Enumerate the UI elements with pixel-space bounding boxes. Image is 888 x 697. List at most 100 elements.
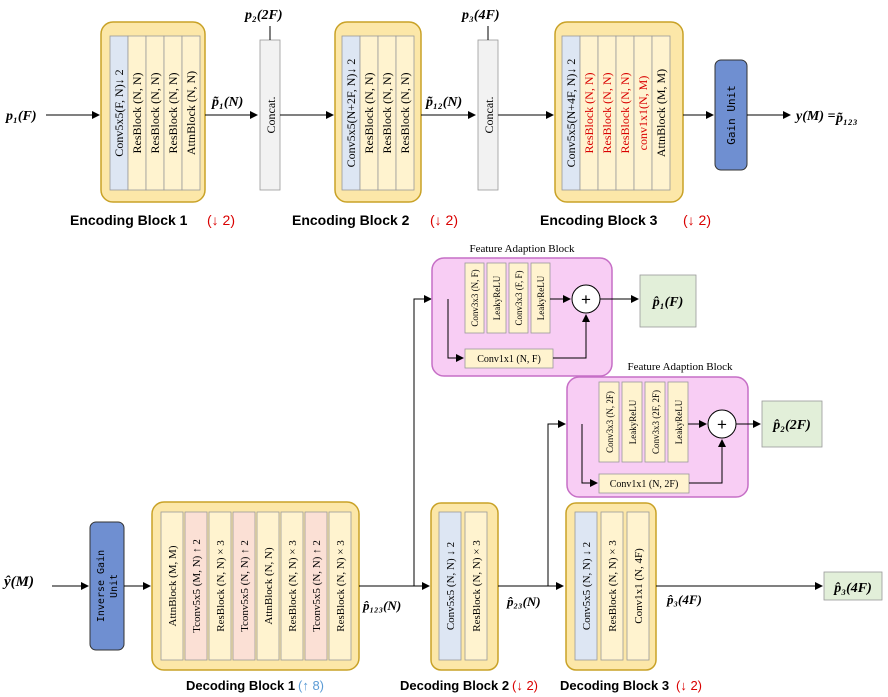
input-p2-label: p₂(2F)	[244, 8, 283, 23]
adapt2-layer-2	[644, 381, 666, 463]
p1-hat-output-label: p̂₁(F)	[652, 295, 684, 310]
adapt1-layer-0	[464, 262, 485, 334]
dec3-layer-1	[600, 511, 624, 661]
gain-unit: Gain Unit	[714, 59, 748, 171]
arrow-p23-to-adapt2	[547, 420, 566, 586]
encoding-block-1: Conv5x5(F, N)↓ 2 ResBlock (N, N) ResBloc…	[100, 21, 206, 203]
adapt1-layer-1	[486, 262, 507, 334]
enc1-label-2: ResBlock (N, N)	[148, 73, 162, 154]
feature-adaption-block-2: Conv3x3 (N, 2F) LeakyReLU Conv3x3 (2F, 2…	[566, 376, 749, 498]
adapt1-label-0: Conv3x3 (N, F)	[470, 269, 480, 326]
concat-2-label: Concat.	[482, 97, 496, 134]
dec2-title: Decoding Block 2	[400, 678, 509, 693]
enc1-factor: (↓ 2)	[207, 212, 235, 228]
p123-hat-label: p̂₁₂₃(N)	[362, 598, 401, 613]
concat-1-label: Concat.	[264, 97, 278, 134]
p3-hat-mid-label: p̂₃(4F)	[666, 592, 702, 607]
adapt2-skip-arrow-out	[689, 439, 726, 484]
dec1-layer-5	[280, 511, 304, 661]
adapt2-layer-0	[598, 381, 620, 463]
dec3-layer-2	[626, 511, 650, 661]
dec1-label-6: Tconv5x5 (N, N) ↑ 2	[311, 540, 323, 632]
enc1-layer-4	[181, 35, 201, 191]
adapt1-label-1: LeakyReLU	[492, 275, 502, 320]
adapt1-skip-arrow-out	[553, 314, 590, 359]
dec3-label-2: Conv1x1 (N, 4F)	[633, 548, 645, 624]
igu-label-line1: Inverse Gain	[96, 550, 107, 622]
enc1-title: Encoding Block 1	[70, 212, 188, 228]
enc3-label-2: ResBlock (N, N)	[600, 73, 614, 154]
p12-tilde-label: p̃₁₂(N)	[425, 95, 462, 110]
adapt1-skip-label: Conv1x1 (N, F)	[477, 354, 541, 365]
enc3-label-3: ResBlock (N, N)	[618, 73, 632, 154]
y-out-rhs: p̃₁₂₃	[835, 111, 858, 126]
dec1-layer-1	[184, 511, 208, 661]
y-out-lhs: y(M) =	[794, 109, 835, 124]
input-p1-label: p₁(F)	[5, 109, 37, 124]
input-yhat-label: ŷ(M)	[2, 574, 34, 590]
dec3-layer-0	[574, 511, 598, 661]
adapt2-skip-label: Conv1x1 (N, 2F)	[610, 479, 679, 490]
dec1-label-3: Tconv5x5 (N, N) ↑ 2	[239, 540, 251, 632]
enc3-layer-5	[651, 35, 671, 191]
inverse-gain-unit: Inverse Gain Unit	[89, 521, 125, 651]
p3-hat-output-label: p̂₃(4F)	[833, 581, 872, 596]
dec3-factor: (↓ 2)	[676, 678, 702, 693]
arrow-p123-to-adapt1	[413, 295, 432, 586]
concat-1: Concat.	[259, 39, 281, 191]
dec3-label-1: ResBlock (N, N) × 3	[607, 540, 619, 632]
enc3-title: Encoding Block 3	[540, 212, 658, 228]
adapt2-title: Feature Adaption Block	[627, 361, 733, 373]
dec1-title: Decoding Block 1	[186, 678, 295, 693]
enc1-label-3: ResBlock (N, N)	[166, 73, 180, 154]
p2-hat-output-box	[761, 400, 823, 448]
p23-hat-label: p̂₂₃(N)	[506, 594, 541, 609]
adapt1-title: Feature Adaption Block	[469, 243, 575, 255]
adapt2-label-2: Conv3x3 (2F, 2F)	[651, 390, 661, 454]
dec3-title: Decoding Block 3	[560, 678, 669, 693]
adapt2-layer-1	[621, 381, 643, 463]
decoding-block-2: Conv5x5 (N, N) ↓ 2 ResBlock (N, N) × 3	[430, 502, 499, 671]
dec1-layer-2	[208, 511, 232, 661]
adapt1-label-3: LeakyReLU	[536, 275, 546, 320]
decoding-block-3: Conv5x5 (N, N) ↓ 2 ResBlock (N, N) × 3 C…	[565, 502, 657, 671]
p1-hat-output-box	[639, 274, 697, 328]
adapt1-layer-3	[530, 262, 551, 334]
dec1-label-5: ResBlock (N, N) × 3	[287, 540, 299, 632]
enc1-label-1: ResBlock (N, N)	[130, 73, 144, 154]
p2-hat-output-label: p̂₂(2F)	[772, 418, 811, 433]
adapt2-label-1: LeakyReLU	[628, 399, 638, 444]
enc2-layer-3	[395, 35, 415, 191]
dec1-layer-4	[256, 511, 280, 661]
igu-label-line2: Unit	[109, 574, 120, 598]
adapt2-label-0: Conv3x3 (N, 2F)	[605, 391, 615, 453]
adapt2-plus: +	[717, 415, 727, 434]
enc1-label-4: AttnBlock (N, N)	[184, 71, 198, 155]
encoding-block-2: Conv5x5(N+2F, N)↓ 2 ResBlock (N, N) ResB…	[334, 21, 422, 203]
dec2-label-0: Conv5x5 (N, N) ↓ 2	[445, 542, 457, 630]
dec3-label-0: Conv5x5 (N, N) ↓ 2	[581, 542, 593, 630]
input-p3-label: p₃(4F)	[461, 8, 500, 23]
enc2-label-3: ResBlock (N, N)	[398, 73, 412, 154]
adapt1-skip-arrow-in	[447, 299, 464, 362]
dec2-layer-1	[464, 511, 488, 661]
adapt2-layer-3	[667, 381, 689, 463]
enc2-label-1: ResBlock (N, N)	[362, 73, 376, 154]
dec2-label-1: ResBlock (N, N) × 3	[471, 540, 483, 632]
dec1-layer-3	[232, 511, 256, 661]
dec1-label-7: ResBlock (N, N) × 3	[335, 540, 347, 632]
dec2-factor: (↓ 2)	[512, 678, 538, 693]
concat-2: Concat.	[477, 39, 499, 191]
enc1-label-0: Conv5x5(F, N)↓ 2	[112, 69, 126, 156]
dec1-layer-0	[160, 511, 184, 661]
dec1-label-2: ResBlock (N, N) × 3	[215, 540, 227, 632]
adapt2-label-3: LeakyReLU	[674, 399, 684, 444]
gain-unit-label: Gain Unit	[725, 85, 738, 145]
feature-adaption-block-1: Conv3x3 (N, F) LeakyReLU Conv3x3 (F, F) …	[431, 257, 613, 377]
enc2-factor: (↓ 2)	[430, 212, 458, 228]
p1-tilde-label: p̃₁(N)	[211, 95, 243, 110]
adapt1-plus: +	[581, 290, 591, 309]
p3-hat-output-box	[823, 571, 883, 601]
adapt1-layer-2	[508, 262, 529, 334]
